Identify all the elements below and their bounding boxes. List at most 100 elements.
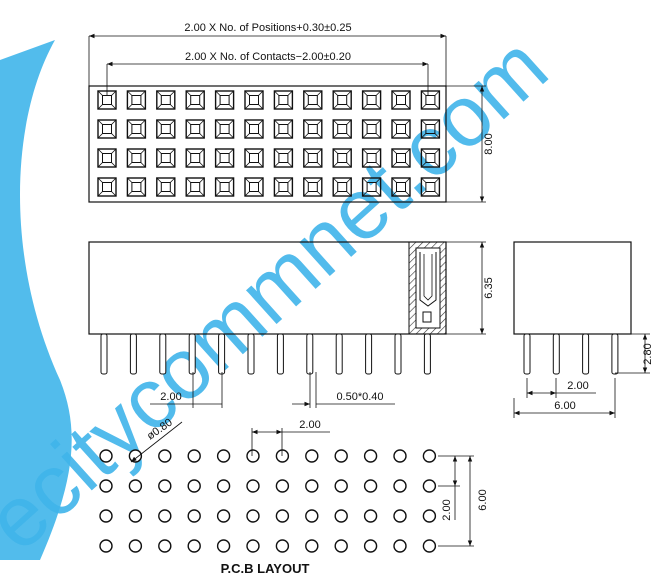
contact-chamfer — [332, 148, 352, 168]
contact-chamfer — [185, 177, 205, 197]
pcb-hole-grid — [99, 449, 437, 553]
watermark-swoosh — [0, 40, 72, 560]
contact-outer — [244, 90, 264, 110]
front-view-pins — [100, 333, 431, 375]
contact-inner — [219, 95, 230, 105]
pcb-hole — [187, 539, 201, 553]
contact-chamfer — [362, 90, 381, 110]
contact-inner — [425, 124, 436, 134]
dim-side-width-label: 6.00 — [554, 400, 575, 412]
pin — [306, 333, 314, 375]
contact-chamfer — [215, 119, 234, 139]
contact-chamfer — [274, 177, 293, 197]
pcb-hole — [216, 479, 231, 493]
contact-chamfer — [391, 148, 411, 168]
contact-outer — [391, 148, 411, 168]
contact-chamfer — [362, 177, 381, 197]
contact-outer — [303, 119, 323, 139]
contact-inner — [366, 153, 377, 163]
side-view-body — [513, 241, 632, 335]
contact-chamfer — [274, 90, 293, 110]
contact-outer — [361, 90, 382, 110]
contact-chamfer — [244, 177, 264, 197]
contact-outer — [185, 90, 205, 110]
contact-outer — [126, 90, 147, 110]
contact-inner — [219, 182, 230, 192]
contact-chamfer — [156, 119, 176, 139]
contact-inner — [337, 95, 348, 105]
contact-inner — [160, 182, 171, 192]
contact-chamfer — [303, 177, 323, 197]
pcb-hole — [305, 509, 319, 523]
pcb-hole — [305, 539, 319, 553]
contact-outer — [214, 119, 235, 139]
contact-chamfer — [303, 119, 323, 139]
contact-inner — [249, 124, 259, 134]
dim-contacts-label: 2.00 X No. of Contacts−2.00±0.20 — [185, 51, 351, 63]
contact-outer — [214, 177, 235, 197]
pcb-hole — [158, 539, 172, 553]
contact-inner — [425, 95, 436, 105]
contact-outer — [361, 119, 382, 139]
contact-inner — [425, 153, 436, 163]
contact-chamfer — [97, 119, 117, 139]
pin — [582, 333, 590, 375]
pcb-hole — [422, 449, 437, 463]
contact-chamfer — [274, 119, 293, 139]
front-view: 6.35 2.00 0.50*0.40 — [88, 241, 495, 408]
pcb-hole — [99, 539, 113, 553]
contact-outer — [303, 148, 323, 168]
pcb-hole — [158, 479, 172, 493]
contact-outer — [391, 177, 411, 197]
dim-pcb-pitch-x-label: 2.00 — [299, 419, 320, 431]
dim-hole-leader — [130, 421, 183, 463]
section-cut — [408, 241, 447, 335]
pcb-hole — [99, 449, 113, 463]
contact-outer — [273, 119, 294, 139]
contact-chamfer — [185, 148, 205, 168]
pcb-hole — [363, 449, 378, 463]
pcb-hole — [246, 479, 260, 493]
contact-outer — [361, 177, 382, 197]
pcb-hole — [363, 509, 378, 523]
contact-inner — [160, 153, 171, 163]
contact-chamfer — [391, 90, 411, 110]
pcb-hole — [363, 479, 378, 493]
contact-inner — [278, 95, 289, 105]
contact-chamfer — [185, 90, 205, 110]
contact-outer — [273, 177, 294, 197]
contact-inner — [396, 124, 406, 134]
pcb-hole — [393, 539, 407, 553]
contact-chamfer — [156, 148, 176, 168]
contact-chamfer — [97, 177, 117, 197]
contact-inner — [190, 124, 201, 134]
contact-chamfer — [215, 90, 234, 110]
contact-chamfer — [215, 177, 234, 197]
contact-outer — [244, 148, 264, 168]
contact-inner — [102, 153, 112, 163]
pin — [247, 333, 255, 375]
contact-outer — [185, 119, 205, 139]
contact-inner — [249, 182, 259, 192]
contact-outer — [156, 119, 176, 139]
pcb-hole — [99, 479, 113, 493]
pcb-hole — [305, 479, 319, 493]
pcb-hole — [334, 539, 348, 553]
contact-outer — [185, 148, 205, 168]
contact-inner — [337, 124, 348, 134]
pcb-hole — [216, 509, 231, 523]
pcb-hole — [187, 449, 201, 463]
contact-inner — [366, 95, 377, 105]
contact-chamfer — [97, 148, 117, 168]
contact-inner — [425, 182, 436, 192]
contact-inner — [307, 182, 318, 192]
side-view: 2.80 2.00 6.00 — [513, 241, 654, 418]
pcb-hole — [334, 509, 348, 523]
contact-inner — [278, 153, 289, 163]
contact-inner — [337, 153, 348, 163]
pcb-hole — [128, 479, 143, 493]
contact-outer — [273, 148, 294, 168]
contact-inner — [190, 153, 201, 163]
top-view: 2.00 X No. of Positions+0.30±0.25 2.00 X… — [88, 22, 495, 203]
contact-outer — [244, 119, 264, 139]
